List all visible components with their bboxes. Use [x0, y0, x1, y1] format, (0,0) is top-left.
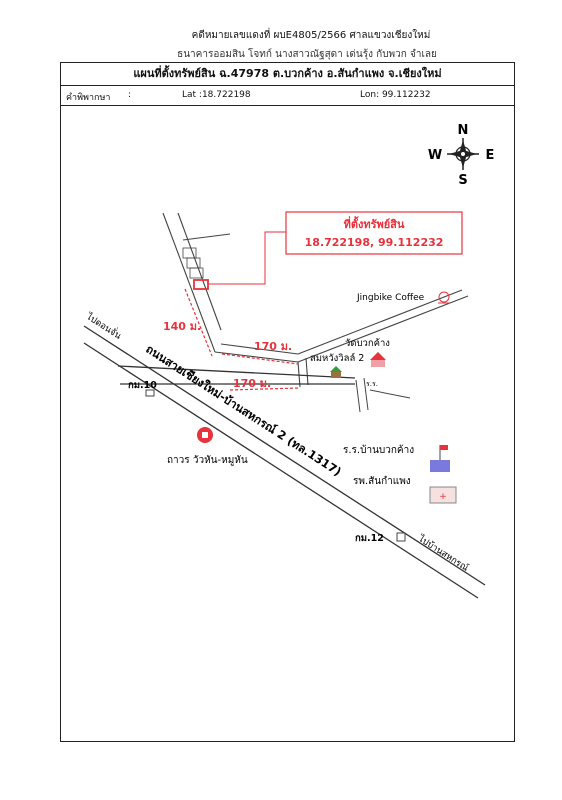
- coffee-icon: [438, 291, 450, 304]
- coordinate-row: คำพิพากษา : Lat :18.722198 Lon: 99.11223…: [60, 86, 515, 106]
- school-icon: [430, 445, 450, 472]
- longitude-text: Lon: 99.112232: [360, 90, 431, 100]
- land-plots: [182, 247, 204, 279]
- compass-east: E: [486, 148, 495, 163]
- parties-line: ธนาคารออมสิน โจทก์ นางสาวณัฐสุดา เด่นรุ้…: [177, 49, 437, 60]
- hospital-icon: +: [429, 486, 457, 504]
- temple-icon: [370, 352, 386, 367]
- main-highway: [83, 325, 486, 599]
- latitude-text: Lat :18.722198: [182, 90, 251, 100]
- property-coordinates: 18.722198, 99.112232: [305, 236, 444, 249]
- km12-label: กม.12: [355, 533, 384, 544]
- coffee-label: Jingbike Coffee: [356, 293, 425, 303]
- to-left-label: ไปดอนจั่น: [84, 309, 125, 342]
- km12-icon: [396, 532, 406, 542]
- side-road: [162, 212, 231, 353]
- note-label: คำพิพากษา: [66, 93, 111, 103]
- compass-south: S: [458, 173, 467, 188]
- note-colon: :: [128, 90, 132, 100]
- route-line: [184, 288, 299, 391]
- store-icon: [197, 427, 213, 443]
- km10-icon: [145, 389, 155, 397]
- property-pointer: [208, 231, 286, 285]
- case-number-line: คดีหมายเลขแดงที่ ผบE4805/2566 ศาลแขวงเชี…: [191, 30, 431, 41]
- school-mark: ร.ร.: [366, 380, 378, 388]
- distance-170-lower: 170 ม.: [233, 377, 271, 390]
- distance-140: 140 ม.: [163, 320, 201, 333]
- km10-label: กม.10: [128, 380, 157, 391]
- compass-icon: N S E W: [428, 123, 495, 188]
- property-callout: [285, 211, 463, 255]
- property-title: ที่ตั้งทรัพย์สิน: [344, 216, 405, 231]
- compass-west: W: [428, 148, 442, 163]
- soi-road: [214, 289, 469, 388]
- village-label: สมหวังวิลล์ 2: [310, 352, 364, 364]
- map-title: แผนที่ตั้งทรัพย์สิน ฉ.47978 ต.บวกค้าง อ.…: [60, 62, 515, 86]
- school-label: ร.ร.บ้านบวกค้าง: [343, 444, 414, 456]
- store-label: ถาวร วัวหัน-หมูหัน: [167, 455, 248, 466]
- minor-road: [355, 377, 411, 413]
- temple-label: วัดบวกค้าง: [345, 338, 390, 349]
- distance-170-upper: 170 ม.: [254, 340, 292, 353]
- map-frame: [60, 62, 515, 742]
- compass-north: N: [458, 123, 469, 138]
- svg-text:+: +: [439, 492, 447, 502]
- village-icon: [330, 366, 342, 378]
- to-right-label: ไปบ้านสหกรณ์: [416, 532, 471, 574]
- hospital-label: รพ.สันกำแพง: [353, 476, 411, 487]
